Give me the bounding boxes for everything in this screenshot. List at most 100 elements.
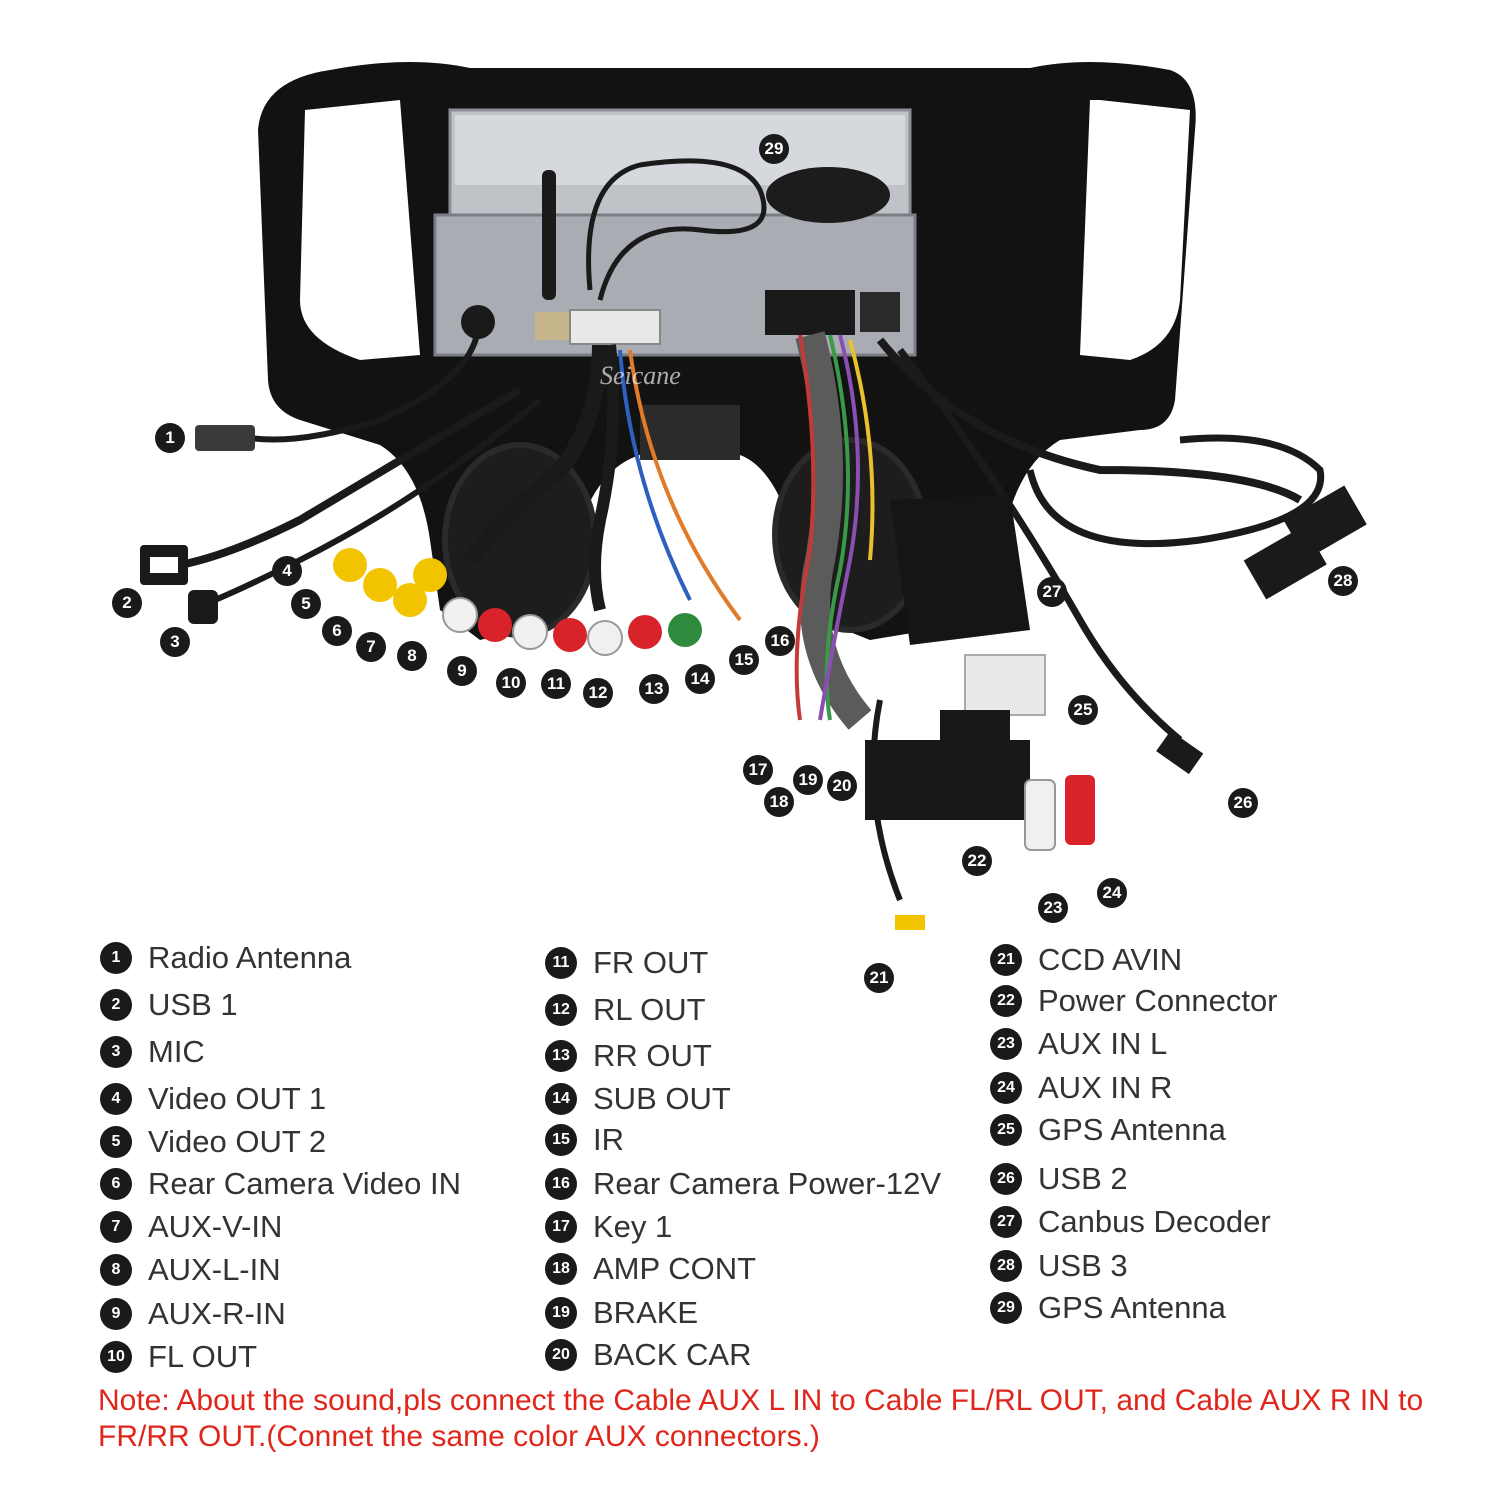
legend-number: 12 (545, 994, 577, 1026)
legend-item: 9 AUX-R-IN (100, 1296, 286, 1332)
callout-7: 7 (356, 632, 386, 662)
legend-number: 16 (545, 1168, 577, 1200)
legend-label: BRAKE (593, 1295, 699, 1330)
callout-17: 17 (743, 755, 773, 785)
cable-usb1 (179, 386, 523, 569)
callout-11: 11 (541, 669, 571, 699)
power-connector-top (940, 710, 1010, 750)
callout-2: 2 (112, 588, 142, 618)
callout-6: 6 (322, 616, 352, 646)
power-connector (865, 740, 1030, 820)
legend-label: AUX-R-IN (148, 1296, 286, 1331)
legend-label: IR (593, 1122, 624, 1157)
legend-number: 19 (545, 1297, 577, 1329)
legend-label: AUX IN R (1038, 1070, 1173, 1105)
legend-item: 1 Radio Antenna (100, 940, 351, 976)
legend-number: 29 (990, 1292, 1022, 1324)
legend-label: Video OUT 2 (148, 1124, 327, 1159)
harness-wire-purple (818, 334, 860, 721)
harness-wire-yellow (848, 339, 875, 561)
callout-12: 12 (583, 678, 613, 708)
callout-28: 28 (1328, 566, 1358, 596)
cable-blue (618, 349, 692, 601)
cable-mic (213, 397, 542, 603)
legend-number: 20 (545, 1339, 577, 1371)
rca-red-1 (478, 608, 512, 642)
legend-label: Power Connector (1038, 983, 1278, 1018)
legend-label: AUX-L-IN (148, 1252, 281, 1287)
legend-label: FL OUT (148, 1339, 258, 1374)
aux-in-r-plug (1065, 775, 1095, 845)
callout-14: 14 (685, 664, 715, 694)
legend-number: 9 (100, 1298, 132, 1330)
legend-label: RR OUT (593, 1038, 712, 1073)
rca-connector-group (333, 548, 702, 656)
legend-number: 25 (990, 1114, 1022, 1146)
rear-socket-right (860, 292, 900, 332)
ccd-avin-plug (895, 915, 925, 930)
legend-item: 29 GPS Antenna (990, 1290, 1226, 1326)
legend-number: 8 (100, 1254, 132, 1286)
rear-socket-left (535, 312, 571, 340)
callout-15: 15 (729, 645, 759, 675)
legend-number: 6 (100, 1168, 132, 1200)
callout-8: 8 (397, 641, 427, 671)
legend-item: 20 BACK CAR (545, 1337, 751, 1373)
legend-label: Video OUT 1 (148, 1081, 327, 1116)
legend-number: 11 (545, 947, 577, 979)
callout-26: 26 (1228, 788, 1258, 818)
rear-socket-mid (569, 309, 661, 345)
legend-label: CCD AVIN (1038, 942, 1183, 977)
legend-label: USB 3 (1038, 1248, 1128, 1283)
callout-24: 24 (1097, 878, 1127, 908)
rca-red-2 (553, 618, 587, 652)
legend-label: BACK CAR (593, 1337, 752, 1372)
legend-number: 17 (545, 1211, 577, 1243)
callout-25: 25 (1068, 695, 1098, 725)
frame-cutout-right (1080, 100, 1190, 360)
legend-label: AMP CONT (593, 1251, 757, 1286)
legend-number: 21 (990, 944, 1022, 976)
callout-27: 27 (1037, 577, 1067, 607)
legend-label: AUX-V-IN (148, 1209, 283, 1244)
callout-20: 20 (827, 771, 857, 801)
legend-label: Radio Antenna (148, 940, 352, 975)
rca-yellow-3 (393, 583, 427, 617)
callout-22: 22 (962, 846, 992, 876)
rca-white-3 (587, 620, 623, 656)
callout-18: 18 (764, 787, 794, 817)
callout-5: 5 (291, 589, 321, 619)
callout-4: 4 (272, 556, 302, 586)
legend-number: 2 (100, 989, 132, 1021)
aux-in-l-plug (1024, 779, 1056, 851)
legend-number: 26 (990, 1163, 1022, 1195)
wifi-antenna (542, 170, 556, 300)
callout-1: 1 (155, 423, 185, 453)
callout-29: 29 (759, 134, 789, 164)
legend-number: 4 (100, 1083, 132, 1115)
callout-16: 16 (765, 626, 795, 656)
legend-item: 21 CCD AVIN (990, 942, 1182, 978)
legend-item: 4 Video OUT 1 (100, 1081, 326, 1117)
callout-3: 3 (160, 627, 190, 657)
rca-white-2 (512, 614, 548, 650)
rca-white-1 (442, 597, 478, 633)
legend-item: 8 AUX-L-IN (100, 1252, 281, 1288)
legend-number: 3 (100, 1036, 132, 1068)
callout-13: 13 (639, 674, 669, 704)
cable-bundle-rca-2 (589, 344, 620, 612)
legend-number: 27 (990, 1206, 1022, 1238)
legend-number: 1 (100, 942, 132, 974)
callout-9: 9 (447, 656, 477, 686)
cable-bundle-rca (463, 344, 608, 565)
legend-label: GPS Antenna (1038, 1290, 1226, 1325)
